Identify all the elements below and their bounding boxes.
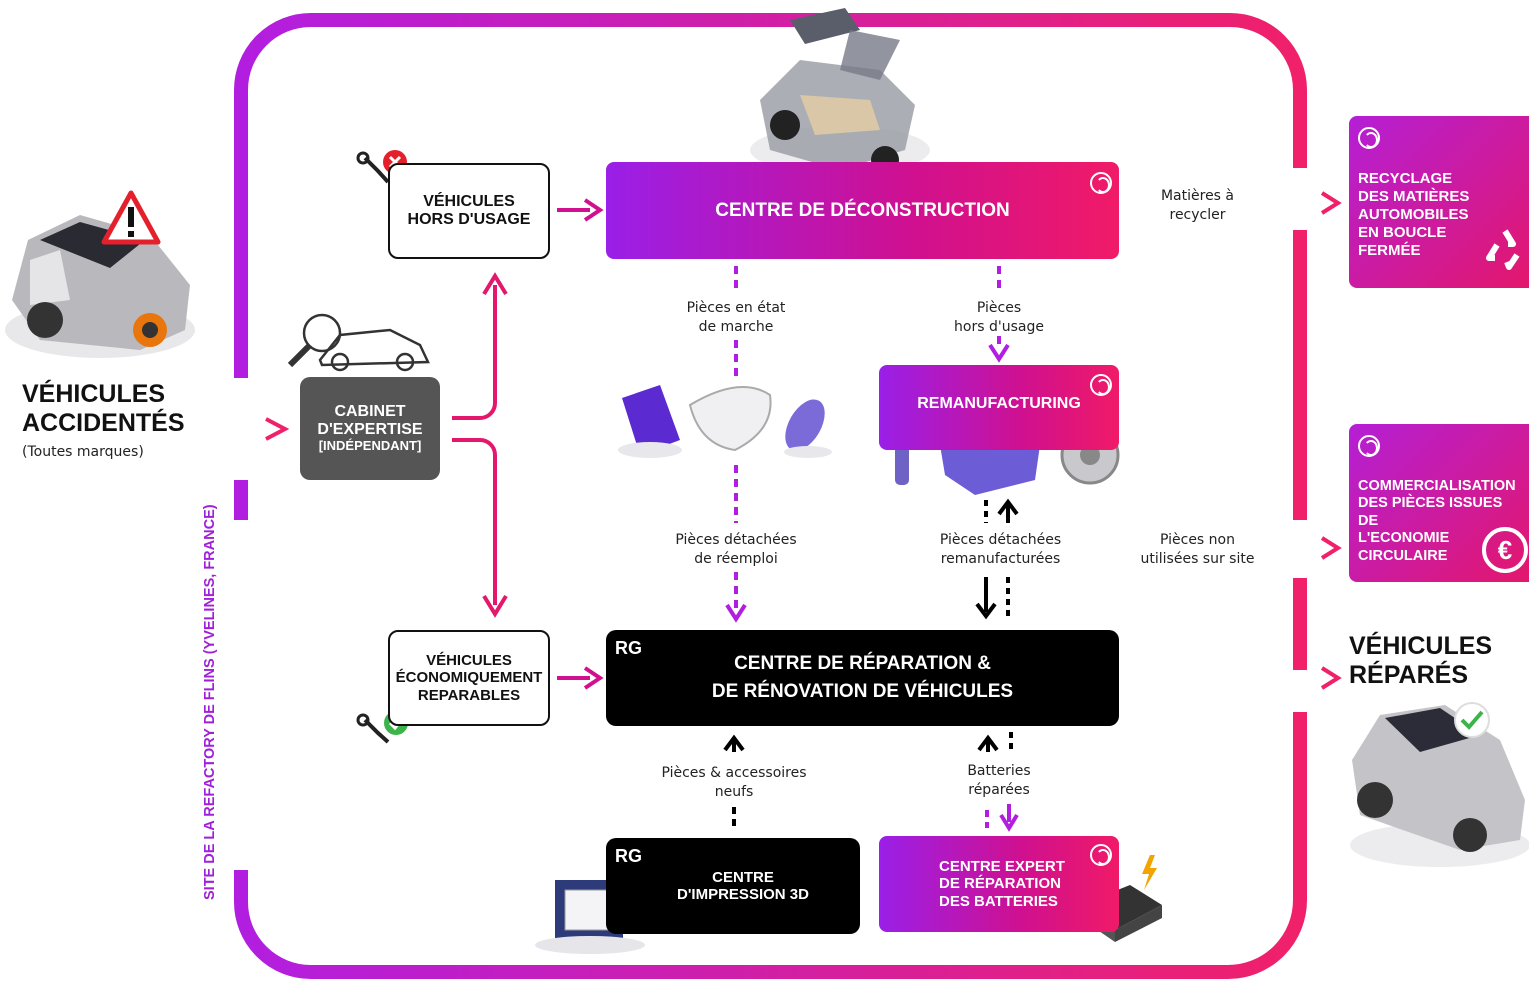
label-matieres-line1: Matières à [1160, 188, 1235, 204]
arrow-cabinet-to-reparables [452, 438, 497, 605]
commercialisation-line1: COMMERCIALISATION [1358, 478, 1516, 494]
commercialisation-line2: DES PIÈCES ISSUES DE [1358, 495, 1503, 529]
label-pieces-reemploi-line2: de réemploi [694, 550, 778, 567]
recyclage-line2: DES MATIÈRES [1358, 188, 1470, 205]
arrow-accidentes-to-cabinet [178, 417, 290, 441]
accidentes-subtitle: (Toutes marques) [22, 444, 144, 460]
recyclage-line1: RECYCLAGE [1358, 170, 1453, 187]
box-vehicules-hors-usage: VÉHICULES HORS D'USAGE [388, 163, 550, 259]
repares-title-line2: RÉPARÉS [1349, 660, 1469, 689]
label-accessoires: Pièces & accessoires neufs [643, 764, 825, 802]
euro-icon: € [1482, 527, 1528, 573]
commercialisation-line3: L'ECONOMIE [1358, 530, 1450, 547]
label-pieces-etat: Pièces en état de marche [666, 299, 806, 337]
refactory-frame [234, 13, 1307, 378]
refactory-logo-icon [1090, 172, 1112, 194]
box-centre-reparation: CENTRE DE RÉPARATION & DE RÉNOVATION DE … [606, 630, 1119, 726]
magnifier-car-icon [287, 313, 430, 372]
recycle-icon [1486, 229, 1520, 270]
label-pieces-non: Pièces non utilisées sur site [1130, 531, 1265, 569]
refactory-logo-icon [1090, 374, 1112, 396]
label-batteries: Batteries réparées [944, 762, 1054, 800]
accidented-car-illustration [5, 215, 195, 358]
site-label: SITE DE LA REFACTORY DE FLINS (YVELINES,… [202, 504, 218, 900]
impression-line2: D'IMPRESSION 3D [677, 886, 809, 903]
label-pieces-hors-line2: hors d'usage [954, 318, 1044, 335]
box-commercialisation: COMMERCIALISATION DES PIÈCES ISSUES DE L… [1349, 424, 1529, 582]
recyclage-line5: FERMÉE [1358, 242, 1421, 259]
accidentes-title-line2: ACCIDENTÉS [22, 408, 185, 437]
reparables-line2: ÉCONOMIQUEMENT [395, 669, 543, 687]
check-icon [1454, 702, 1490, 738]
cabinet-line2: D'EXPERTISE [317, 421, 423, 439]
deconstruction-label: CENTRE DE DÉCONSTRUCTION [715, 199, 1010, 221]
repares-title-line1: VÉHICULES [1349, 632, 1493, 660]
label-batteries-line2: réparées [968, 781, 1030, 798]
label-accessoires-line1: Pièces & accessoires [661, 765, 807, 781]
label-matieres: Matières à recycler [1140, 187, 1255, 225]
repaired-car-illustration [1350, 705, 1529, 867]
label-pieces-non-line1: Pièces non [1159, 532, 1235, 548]
rg-logo: RG [615, 638, 642, 658]
reparation-line2: DE RÉNOVATION DE VÉHICULES [711, 681, 1014, 702]
label-pieces-non-line2: utilisées sur site [1140, 550, 1255, 567]
label-batteries-line1: Batteries [967, 763, 1031, 779]
label-pieces-reemploi: Pièces détachées de réemploi [656, 531, 816, 569]
lightning-icon [1142, 855, 1157, 890]
label-pieces-reemploi-line1: Pièces détachées [675, 532, 797, 548]
label-pieces-reman-line2: remanufacturées [940, 550, 1061, 567]
label-pieces-hors-line1: Pièces [976, 300, 1022, 316]
box-centre-batteries: CENTRE EXPERT DE RÉPARATION DES BATTERIE… [879, 836, 1119, 932]
batteries-box-line3: DES BATTERIES [939, 892, 1058, 910]
warning-icon [101, 190, 161, 245]
rg-logo: RG [615, 846, 642, 866]
cabinet-line3: [INDÉPENDANT] [318, 438, 422, 454]
label-pieces-reman-line1: Pièces détachées [939, 532, 1062, 548]
refactory-logo-icon [1358, 435, 1380, 457]
box-centre-impression-3d: CENTRE D'IMPRESSION 3D [606, 838, 860, 934]
batteries-box-line2: DE RÉPARATION [939, 875, 1061, 893]
reparables-line3: REPARABLES [417, 686, 521, 704]
commercialisation-line4: CIRCULAIRE [1358, 547, 1448, 564]
impression-line1: CENTRE [712, 868, 774, 886]
accidentes-title-line1: VÉHICULES [22, 380, 166, 408]
recyclage-line3: AUTOMOBILES [1358, 206, 1469, 223]
recyclage-line4: EN BOUCLE [1358, 224, 1447, 241]
label-matieres-line2: recycler [1169, 206, 1226, 223]
box-remanufacturing: REMANUFACTURING [879, 365, 1119, 450]
repares-title: VÉHICULES RÉPARÉS [1349, 632, 1492, 690]
accidentes-title: VÉHICULES ACCIDENTÉS [22, 380, 185, 438]
label-accessoires-line2: neufs [714, 783, 754, 800]
remanufacturing-label: REMANUFACTURING [917, 395, 1081, 412]
hors-usage-line1: VÉHICULES [423, 192, 515, 210]
label-pieces-etat-line1: Pièces en état [686, 300, 786, 316]
hors-usage-line2: HORS D'USAGE [407, 211, 531, 228]
label-pieces-reman: Pièces détachées remanufacturées [918, 531, 1083, 569]
label-pieces-etat-line2: de marche [698, 318, 774, 335]
reparables-line1: VÉHICULES [426, 652, 512, 670]
box-recyclage: RECYCLAGE DES MATIÈRES AUTOMOBILES EN BO… [1349, 116, 1529, 288]
refactory-logo-icon [1358, 127, 1380, 149]
box-cabinet-expertise: CABINET D'EXPERTISE [INDÉPENDANT] [300, 377, 440, 480]
refactory-frame-right [234, 230, 1307, 979]
box-centre-deconstruction: CENTRE DE DÉCONSTRUCTION [606, 162, 1119, 259]
batteries-box-line1: CENTRE EXPERT [939, 858, 1065, 876]
reparation-line1: CENTRE DE RÉPARATION & [734, 653, 991, 675]
parts-illustration [618, 385, 832, 458]
refactory-logo-icon [1090, 844, 1112, 866]
box-vehicules-reparables: VÉHICULES ÉCONOMIQUEMENT REPARABLES [388, 630, 550, 726]
label-pieces-hors: Pièces hors d'usage [934, 299, 1064, 337]
arrow-cabinet-to-hors-usage [452, 285, 497, 420]
cabinet-line1: CABINET [334, 402, 406, 420]
deconstructed-car-illustration [750, 8, 930, 174]
